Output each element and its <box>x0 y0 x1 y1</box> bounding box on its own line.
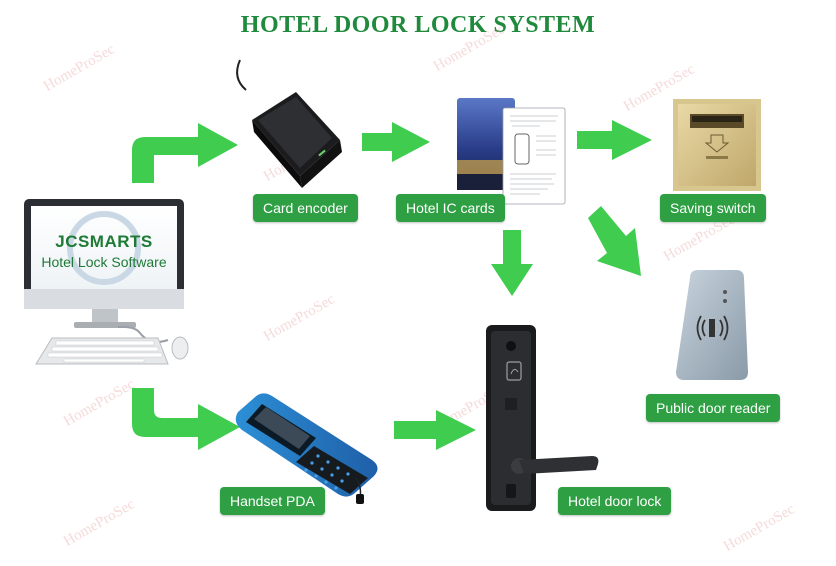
monitor-brand: JCSMARTS <box>55 232 153 251</box>
arrow-computer-to-encoder <box>132 123 238 183</box>
arrow-pda-to-lock <box>394 410 476 450</box>
saving-switch-illustration <box>673 99 761 191</box>
arrow-encoder-to-cards <box>362 122 430 162</box>
hotel-door-lock-illustration <box>486 325 599 511</box>
arrow-cards-to-switch <box>577 120 652 160</box>
public-door-reader-illustration <box>676 270 748 380</box>
hotel-door-lock-label: Hotel door lock <box>558 487 672 515</box>
monitor-software-name: Hotel Lock Software <box>41 254 167 270</box>
hotel-ic-cards-label: Hotel IC cards <box>396 194 505 222</box>
saving-switch-label: Saving switch <box>660 194 766 222</box>
computer-illustration <box>24 199 189 365</box>
arrow-cards-to-lock <box>491 230 533 296</box>
card-encoder-label: Card encoder <box>253 194 358 222</box>
arrow-computer-to-pda <box>132 388 240 450</box>
handset-pda-illustration <box>235 393 378 504</box>
arrow-cards-to-reader <box>588 206 641 276</box>
public-door-reader-label: Public door reader <box>646 394 781 422</box>
page-title: HOTEL DOOR LOCK SYSTEM <box>240 12 596 38</box>
handset-pda-label: Handset PDA <box>220 487 325 515</box>
hotel-ic-cards-illustration <box>457 98 566 205</box>
card-encoder-illustration <box>236 59 342 188</box>
